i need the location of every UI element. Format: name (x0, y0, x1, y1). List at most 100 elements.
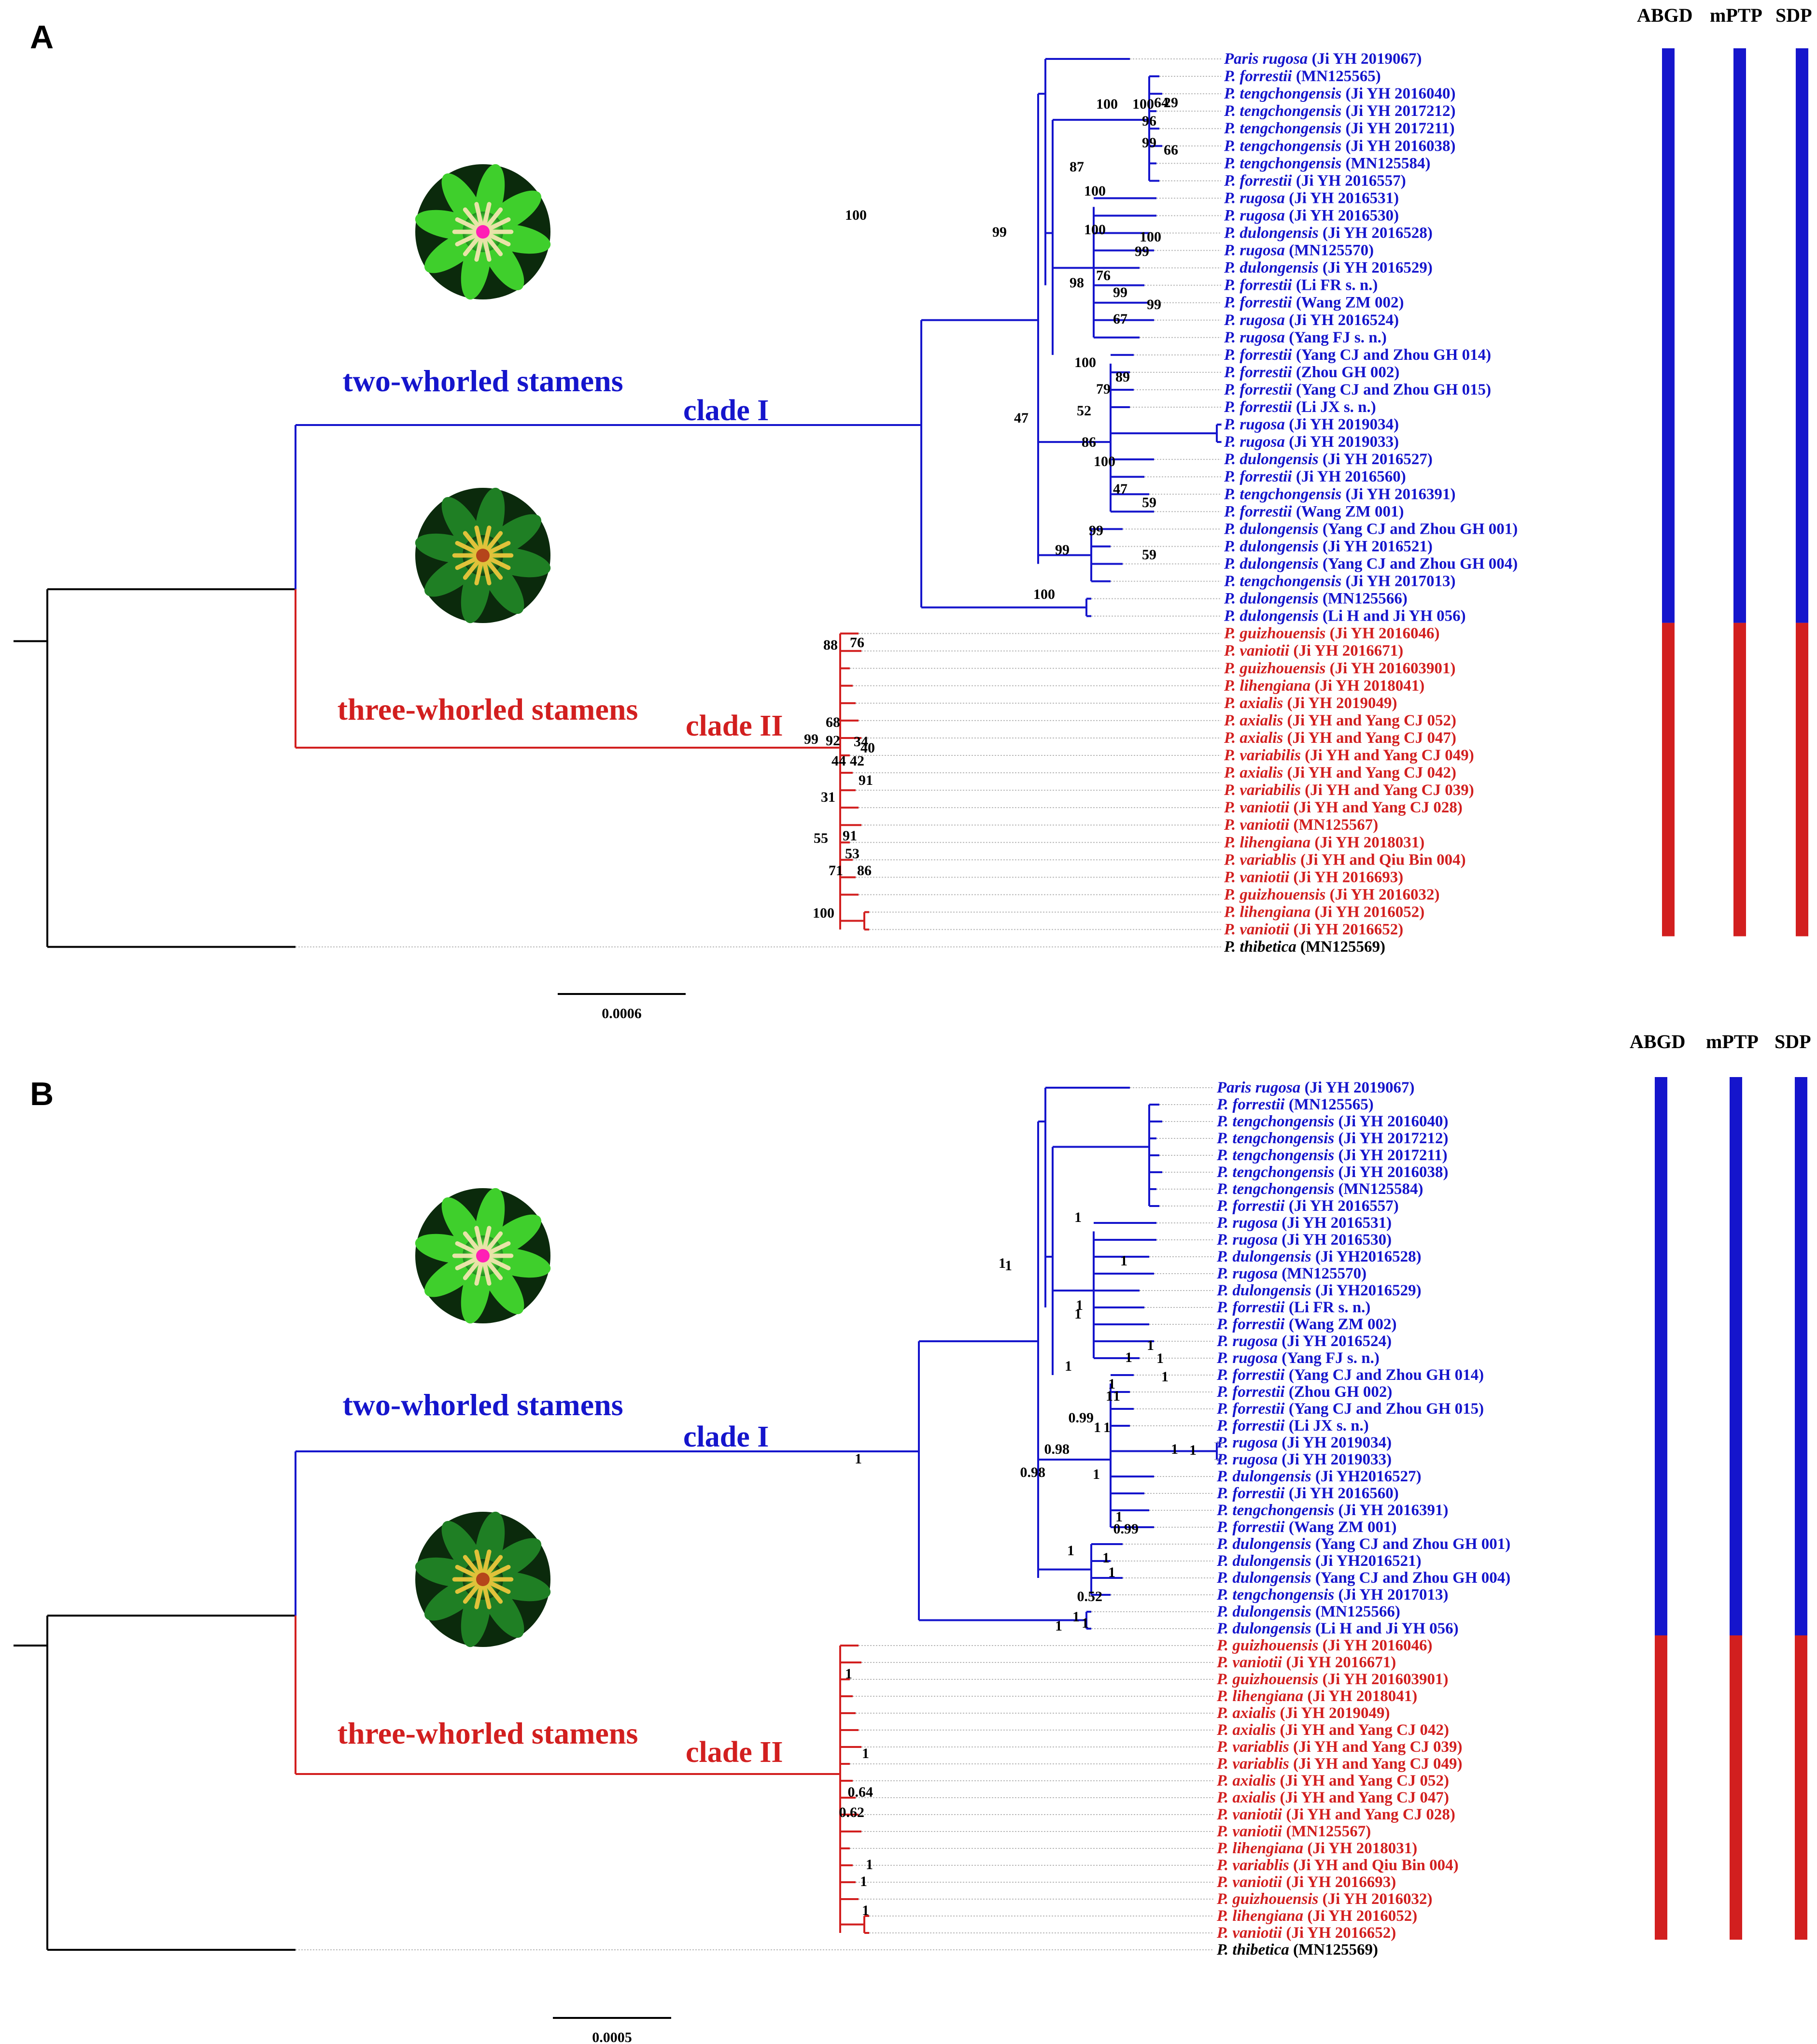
support-value: 1 (1093, 1466, 1100, 1482)
tip-voucher: (Zhou GH 002) (1292, 364, 1400, 381)
tip-label: P. tengchongensis (Ji YH 2016038) (1216, 1164, 1448, 1181)
support-value: 86 (857, 863, 872, 879)
support-value: 0.64 (848, 1784, 873, 1800)
tip-species: P. variablis (1216, 1738, 1289, 1756)
tip-voucher: (Li H and Ji YH 056) (1319, 608, 1466, 625)
tip-label: P. vaniotii (Ji YH and Yang CJ 028) (1216, 1806, 1455, 1823)
tip-voucher: (Li FR s. n.) (1285, 1299, 1371, 1316)
tip-voucher: (Ji YH 2016671) (1289, 642, 1403, 660)
support-value: 1 (1103, 1419, 1111, 1435)
tip-label: P. forrestii (Yang CJ and Zhou GH 014) (1224, 346, 1491, 364)
tip-species: P. axialis (1224, 712, 1283, 729)
tip-voucher: (Ji YH 2016032) (1325, 886, 1439, 903)
tip-label: P. vaniotii (Ji YH 2016671) (1224, 642, 1403, 660)
tip-voucher: (Ji YH2016529) (1311, 1282, 1422, 1299)
support-value: 64 (1154, 95, 1169, 111)
tip-species: P. rugosa (1216, 1333, 1278, 1350)
tip-species: P. forrestii (1224, 503, 1292, 520)
support-value: 1 (860, 1874, 867, 1889)
tip-label: P. tengchongensis (Ji YH 2017211) (1224, 120, 1455, 137)
tip-species: P. dulongensis (1216, 1468, 1311, 1485)
tip-species: P. vaniotii (1216, 1654, 1282, 1671)
tip-label: P. variablis (Ji YH and Yang CJ 039) (1216, 1738, 1463, 1756)
support-value: 0.62 (839, 1804, 865, 1820)
tip-voucher: (Ji YH and Qiu Bin 004) (1296, 851, 1466, 868)
sdp-header: SDP (1775, 1031, 1811, 1052)
tip-voucher: (Ji YH and Yang CJ 049) (1301, 747, 1474, 764)
clade1-label: clade I (683, 1420, 769, 1453)
tip-voucher: (Ji YH 2016531) (1278, 1214, 1392, 1232)
tip-species: P. forrestii (1224, 172, 1292, 189)
tip-voucher: (Wang ZM 002) (1292, 294, 1404, 312)
tip-species: P. dulongensis (1216, 1603, 1311, 1620)
tip-label: P. guizhouensis (Ji YH 2016046) (1224, 625, 1440, 642)
support-value: 1 (1106, 1388, 1113, 1404)
support-value: 1 (1113, 1388, 1120, 1404)
tip-label: P. forrestii (Ji YH 2016560) (1216, 1485, 1399, 1502)
tip-label: P. rugosa (Ji YH 2019033) (1216, 1451, 1392, 1468)
support-value: 99 (1055, 542, 1070, 558)
support-value: 1 (1120, 1253, 1127, 1269)
tip-voucher: (Ji YH 2017212) (1341, 102, 1455, 120)
tip-voucher: (Ji YH 2017211) (1341, 120, 1454, 137)
tip-voucher: (Yang CJ and Zhou GH 014) (1292, 346, 1492, 364)
tip-species: P. vaniotii (1224, 921, 1290, 938)
tip-label: P. lihengiana (Ji YH 2018031) (1224, 834, 1424, 851)
tip-label: P. variablis (Ji YH and Qiu Bin 004) (1224, 851, 1466, 868)
support-value: 29 (1164, 95, 1178, 111)
tip-voucher: (Ji YH 2016560) (1285, 1485, 1399, 1502)
tip-species: P. rugosa (1224, 416, 1285, 433)
stamen (455, 233, 478, 247)
tip-species: P. rugosa (1216, 1231, 1278, 1249)
tip-voucher: (Ji YH 2018041) (1310, 677, 1424, 695)
scale-label: 0.0005 (592, 2030, 632, 2044)
tip-species: P. forrestii (1216, 1383, 1285, 1401)
tip-voucher: (Ji YH 2016046) (1318, 1637, 1432, 1654)
tip-label: P. vaniotii (Ji YH 2016652) (1216, 1924, 1396, 1942)
stamen (485, 1555, 503, 1576)
tip-voucher: (Li FR s. n.) (1292, 277, 1378, 294)
stamen (474, 1261, 483, 1286)
tip-voucher: (Ji YH 2016671) (1282, 1654, 1396, 1671)
tip-species: P. vaniotii (1224, 799, 1290, 816)
stamen (488, 540, 511, 554)
tip-voucher: (Ji YH 2016530) (1285, 207, 1399, 224)
tip-label: P. dulongensis (Ji YH2016528) (1216, 1248, 1422, 1265)
tip-label: P. tengchongensis (MN125584) (1216, 1180, 1423, 1198)
stamen (455, 1257, 478, 1271)
tip-label: P. axialis (Ji YH and Yang CJ 047) (1216, 1789, 1449, 1806)
tip-label: P. rugosa (Yang FJ s. n.) (1224, 329, 1387, 346)
support-value: 1 (1074, 1209, 1082, 1225)
support-value: 1 (1074, 1306, 1082, 1322)
support-value: 100 (1074, 355, 1096, 370)
tip-species: P. rugosa (1224, 189, 1285, 207)
tip-label: P. rugosa (Yang FJ s. n.) (1216, 1349, 1380, 1367)
sdp-bar-clade1 (1795, 1077, 1807, 1635)
tip-species: P. forrestii (1224, 346, 1292, 364)
tip-voucher: (Ji YH 2016524) (1285, 312, 1399, 329)
tip-species: P. dulongensis (1224, 520, 1319, 538)
tip-label: P. rugosa (Ji YH 2016524) (1224, 312, 1399, 329)
tip-species: P. forrestii (1216, 1197, 1285, 1215)
tip-species: P. dulongensis (1224, 225, 1319, 242)
support-value: 66 (1164, 142, 1178, 158)
stamen (463, 531, 480, 552)
support-value: 100 (1140, 229, 1161, 245)
tip-species: P. lihengiana (1224, 677, 1310, 695)
stamen (474, 1585, 483, 1609)
tip-voucher: (Ji YH 2017212) (1334, 1130, 1448, 1147)
stamen (474, 561, 483, 585)
tip-label: Paris rugosa (Ji YH 2019067) (1216, 1079, 1415, 1096)
tip-voucher: (Ji YH and Yang CJ 052) (1283, 712, 1456, 729)
support-value: 100 (845, 207, 867, 223)
support-value: 99 (804, 731, 818, 747)
two-whorled-label: two-whorled stamens (342, 364, 623, 398)
support-value: 71 (829, 863, 843, 879)
tip-voucher: (Ji YH2016527) (1311, 1468, 1422, 1485)
tip-species: P. tengchongensis (1216, 1130, 1334, 1147)
abgd-bar-clade1 (1655, 1077, 1667, 1635)
tip-voucher: (Ji YH2016528) (1311, 1248, 1422, 1265)
support-value: 31 (821, 789, 835, 805)
support-value: 42 (850, 753, 864, 769)
support-value: 100 (1094, 454, 1115, 469)
